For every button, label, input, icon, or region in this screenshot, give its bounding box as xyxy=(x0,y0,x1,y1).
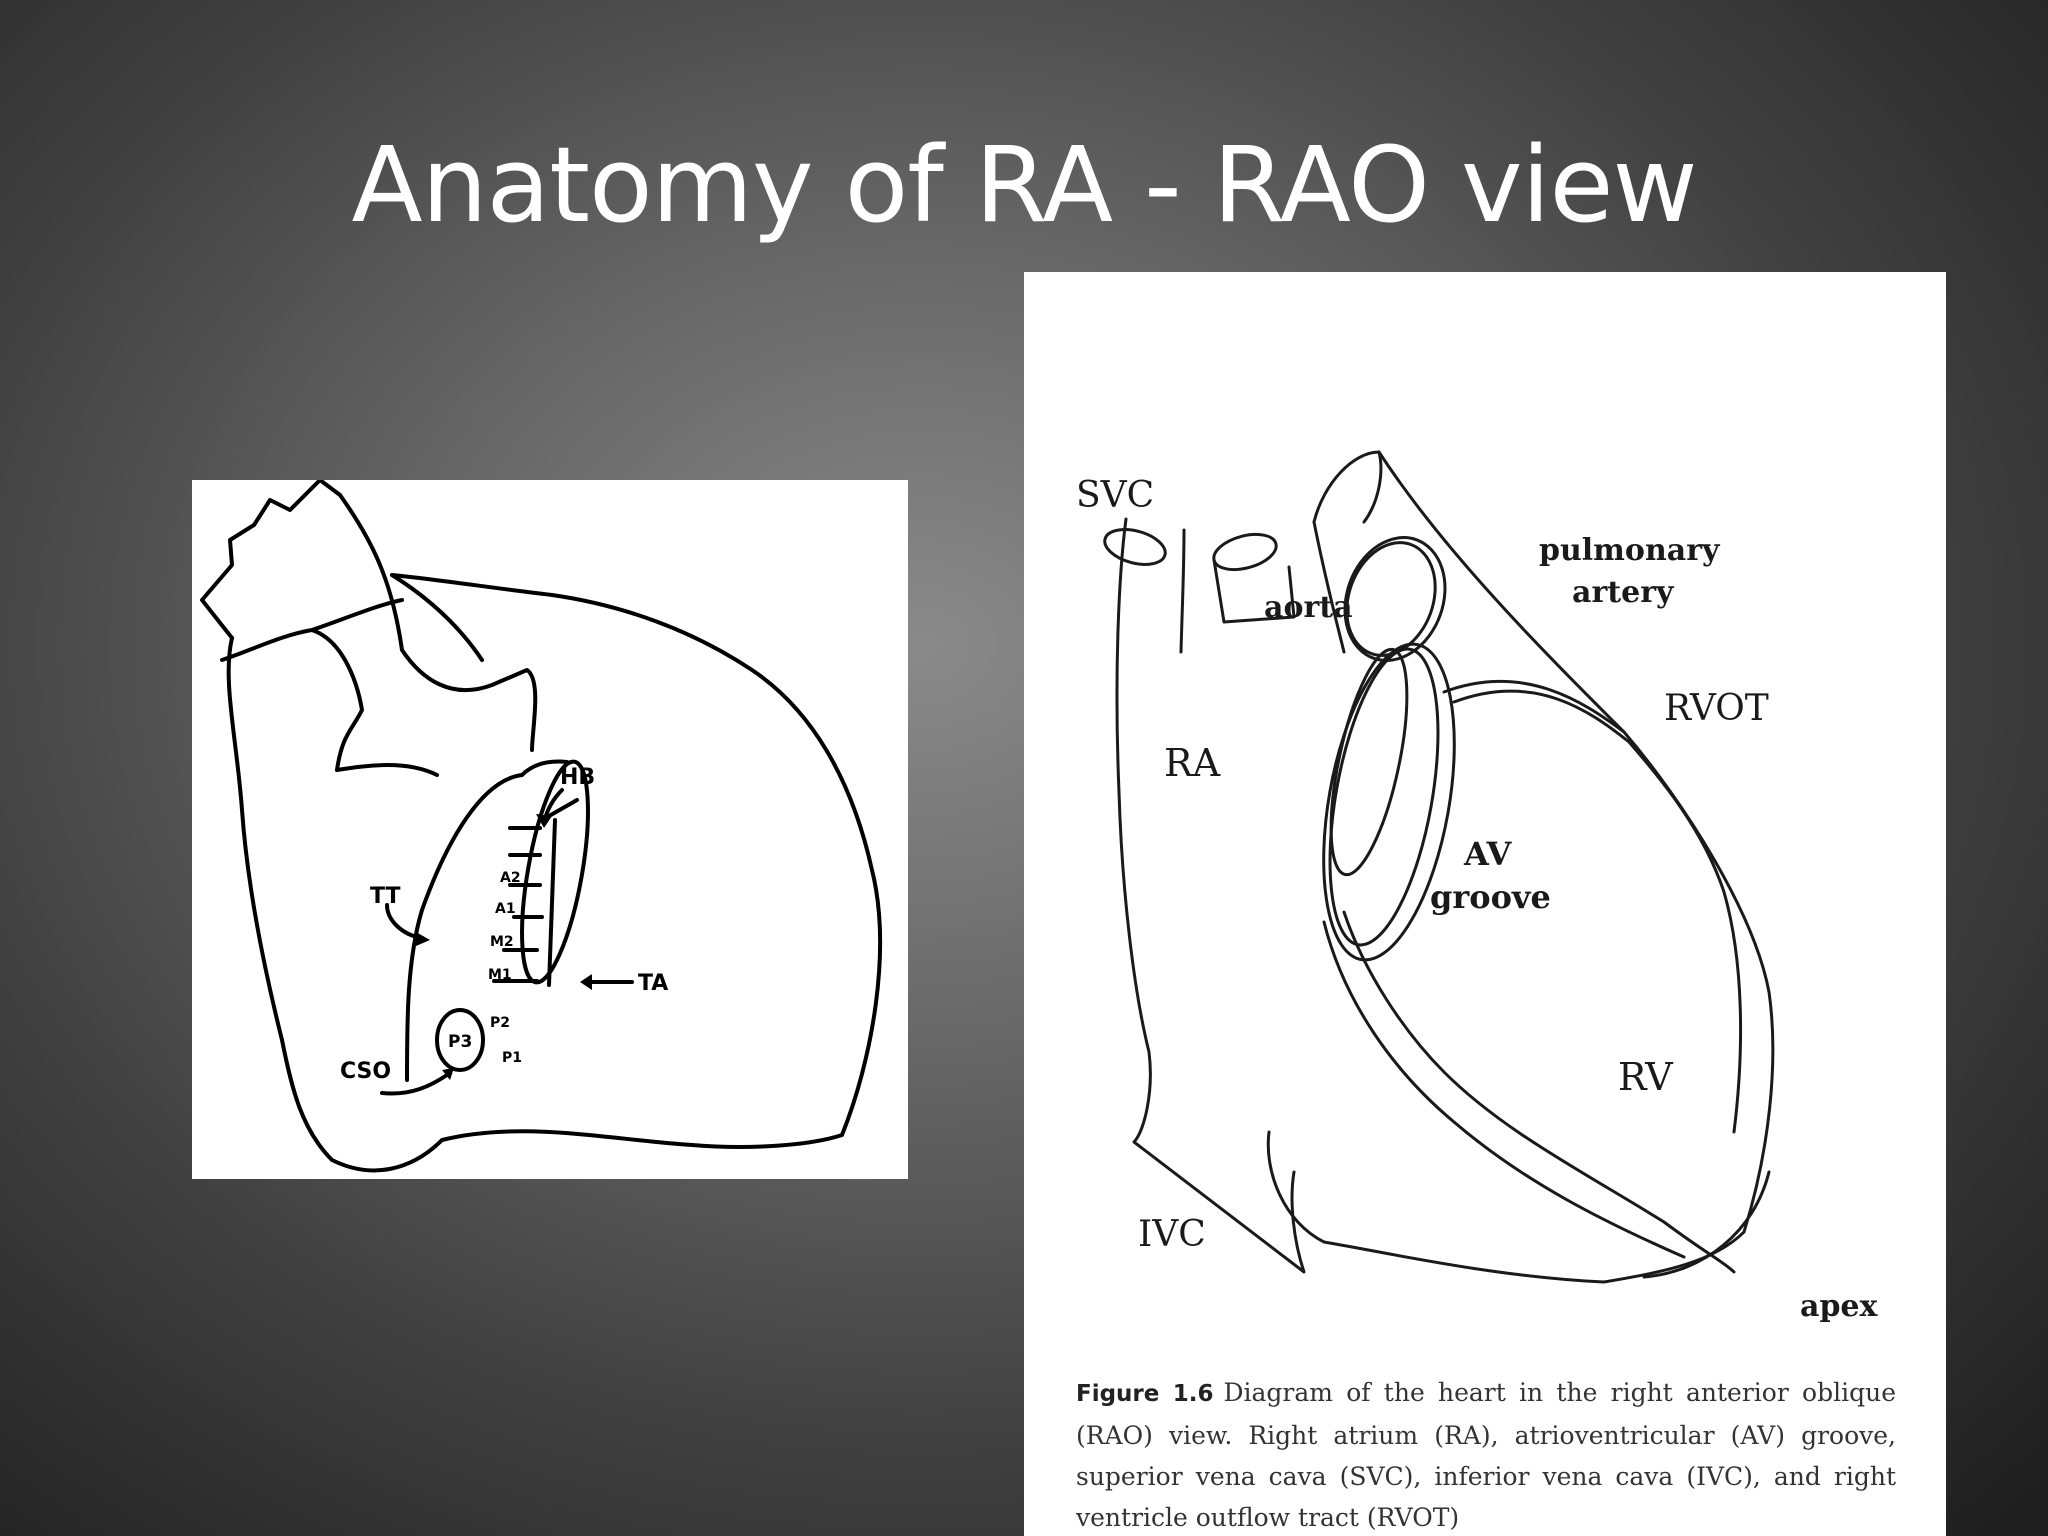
p3-circle xyxy=(435,1008,485,1072)
label-av: AV xyxy=(1463,835,1513,873)
svc-opening xyxy=(1103,528,1167,566)
label-svc: SVC xyxy=(1076,475,1154,516)
aorta-wall xyxy=(338,493,538,752)
right-heart-svg: SVC aorta pulmonary artery RVOT RA AV gr… xyxy=(1076,450,1879,1324)
av-groove-inner xyxy=(1329,647,1409,877)
label-aorta: aorta xyxy=(1264,590,1353,625)
label-m1: M1 xyxy=(488,967,512,983)
hb-curve xyxy=(520,759,569,777)
tendon-of-todaro xyxy=(405,773,524,1082)
aorta-body xyxy=(1212,558,1296,624)
heart-outline xyxy=(226,573,883,1173)
cso-arrowhead xyxy=(442,1068,454,1080)
left-heart-diagram: HB TT TA CSO P3 A2 A1 M2 M1 P2 P1 xyxy=(192,480,908,1179)
av-groove-outer xyxy=(1322,642,1456,962)
vessel-inner xyxy=(335,763,439,777)
label-cso: CSO xyxy=(340,1059,391,1084)
right-heart-figure: SVC aorta pulmonary artery RVOT RA AV gr… xyxy=(1024,272,1946,1536)
label-apex: apex xyxy=(1800,1289,1879,1324)
label-hb: HB xyxy=(560,765,595,790)
label-artery: artery xyxy=(1572,575,1675,610)
caption-text: Diagram of the heart in the right anteri… xyxy=(1076,1378,1896,1532)
hb-arrowhead xyxy=(536,814,552,828)
annulus-ticks xyxy=(492,826,544,983)
label-rv: RV xyxy=(1618,1055,1673,1099)
rvot-line xyxy=(390,573,484,662)
label-p2: P2 xyxy=(490,1015,510,1031)
label-rvot: RVOT xyxy=(1664,688,1769,729)
rv-outline xyxy=(1266,450,1775,1284)
label-tt: TT xyxy=(370,884,401,909)
label-p3: P3 xyxy=(448,1032,472,1052)
ra-right-edge xyxy=(1179,528,1186,654)
rvot-border xyxy=(1442,679,1626,734)
pa-left xyxy=(1312,520,1346,654)
pa-ring-2 xyxy=(1343,536,1447,662)
apex-curve xyxy=(1642,1170,1771,1279)
slide-title: Anatomy of RA - RAO view xyxy=(351,124,1697,246)
tt-arrowhead xyxy=(416,932,430,946)
left-heart-svg: HB TT TA CSO P3 A2 A1 M2 M1 P2 P1 xyxy=(200,480,883,1173)
label-m2: M2 xyxy=(490,934,514,950)
label-ivc: IVC xyxy=(1138,1214,1206,1255)
cso-arrow xyxy=(380,1073,449,1096)
label-ta: TA xyxy=(638,971,668,996)
pa-top xyxy=(1312,450,1383,524)
ra-outline xyxy=(1115,517,1306,1274)
label-p1: P1 xyxy=(502,1050,522,1066)
av-groove-sweep xyxy=(1342,910,1736,1274)
pa-ring xyxy=(1345,541,1437,657)
vessel-branch-2 xyxy=(310,598,404,632)
label-a1: A1 xyxy=(495,901,516,917)
av-groove-sweep-2 xyxy=(1322,920,1686,1259)
aorta-opening xyxy=(1212,532,1278,572)
label-a2: A2 xyxy=(500,870,521,886)
vessel-branch xyxy=(220,628,364,772)
aorta-arch xyxy=(200,480,342,640)
label-pulmonary: pulmonary xyxy=(1539,533,1721,568)
rvot-border-2 xyxy=(1452,689,1743,1134)
label-ra: RA xyxy=(1164,741,1221,785)
caption-label: Figure 1.6 xyxy=(1076,1381,1214,1407)
label-groove: groove xyxy=(1430,878,1551,916)
ta-arrowhead xyxy=(580,974,592,990)
